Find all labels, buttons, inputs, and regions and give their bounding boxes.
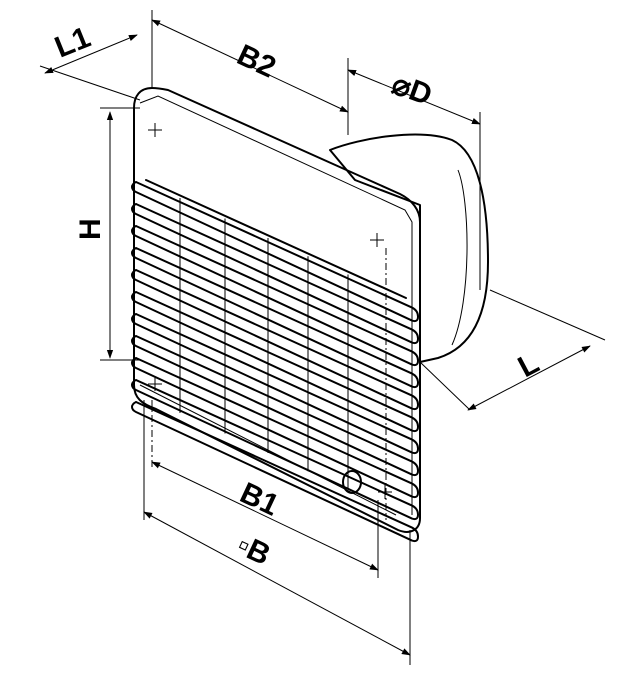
dimension-line-l [467, 345, 591, 411]
louver-slat [131, 357, 419, 499]
label-b: ▫B [232, 528, 275, 572]
louver-slat [131, 379, 419, 521]
louver-slat [131, 313, 419, 455]
duct-spigot [329, 133, 489, 363]
louver-slat [131, 335, 419, 477]
louver-slat [131, 181, 419, 323]
louver-slat [131, 225, 419, 367]
louver-slat [131, 247, 419, 389]
label-h: H [74, 218, 107, 240]
dimension-labels: L1 B2 ⌀D H L B1 ▫B [50, 21, 544, 572]
dimension-lines [44, 19, 591, 656]
louver-slat [131, 291, 419, 433]
louver-slat [131, 269, 419, 411]
dimension-line-l1 [44, 34, 138, 74]
label-b2: B2 [232, 38, 281, 84]
louver-slat [131, 401, 419, 543]
grille-louvers [131, 181, 419, 543]
dimension-line-b2 [151, 19, 349, 113]
label-b1: B1 [235, 476, 284, 522]
label-d: ⌀D [388, 68, 437, 113]
mounting-hole-marks [148, 123, 392, 499]
label-l1: L1 [50, 21, 95, 65]
louver-slat [131, 203, 419, 345]
dimension-line-d [347, 69, 481, 125]
dimension-line-b [143, 511, 411, 656]
extension-lines [39, 10, 606, 665]
label-l: L [513, 346, 545, 384]
